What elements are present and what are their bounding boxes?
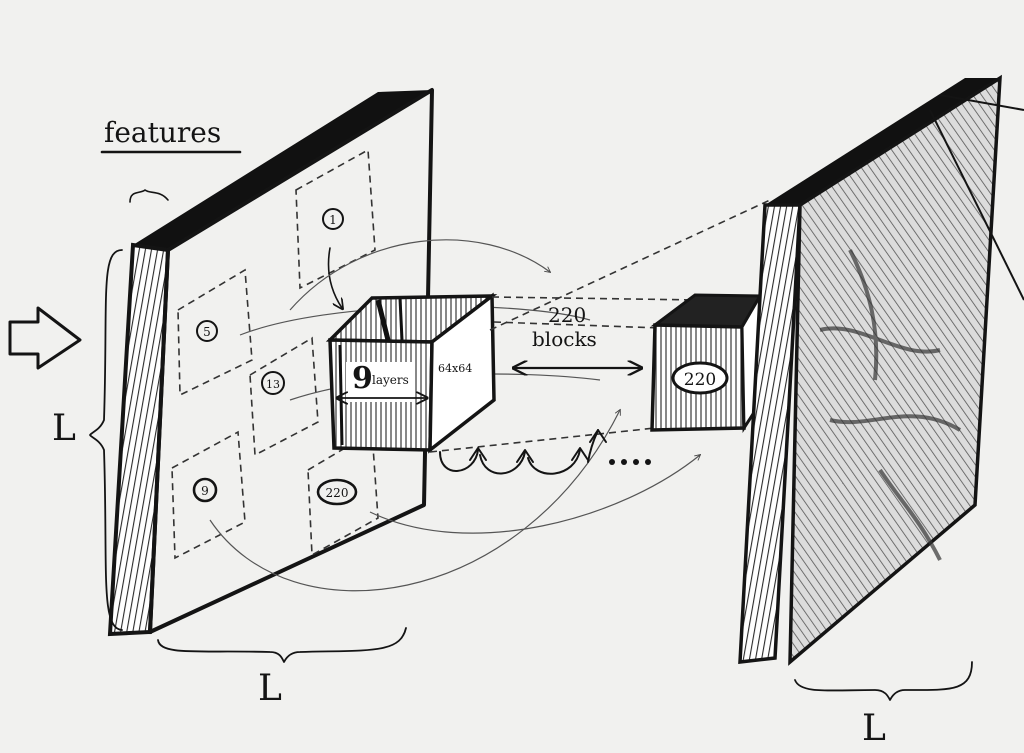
cube-size-label: 64x64 [438,362,472,375]
patch-9-outline [171,430,246,560]
svg-text:9: 9 [201,484,209,498]
patch-to-cube-arrow [327,247,343,308]
width-label-right: L [862,708,886,749]
output-map-slab [738,74,1024,666]
features-brace [129,189,169,203]
width-brace-right [794,661,973,701]
block-sequence-lines [429,199,771,453]
patch-5: 5 [196,320,218,342]
features-label: features [104,116,221,149]
svg-text:220: 220 [326,486,349,500]
svg-text:5: 5 [203,325,211,339]
patch-13: 13 [261,371,285,395]
blocks-count-label: 220 [548,303,586,327]
patch-220: 220 [316,478,358,506]
patch-5-outline [177,268,253,397]
ellipsis-icon [609,459,651,465]
input-arrow-icon [8,306,82,370]
height-label: L [52,408,76,449]
width-brace-left [157,627,407,663]
svg-text:1: 1 [329,213,337,227]
output-block-badge [671,361,729,395]
patch-9: 9 [192,477,218,503]
height-brace [89,249,123,631]
cube-layers-label: layers [372,373,409,387]
feature-map-slab [107,88,434,637]
patch-1: 1 [322,208,344,230]
svg-text:13: 13 [266,378,280,391]
patch-1-outline [295,148,376,290]
cube-layers-number: 9 [352,361,373,396]
feature-patches [171,148,379,560]
loop-arrows [439,429,607,475]
width-label-left: L [258,668,282,709]
output-block-label: 220 [684,370,716,390]
patch-13-outline [249,336,319,457]
blocks-word-label: blocks [532,327,597,351]
